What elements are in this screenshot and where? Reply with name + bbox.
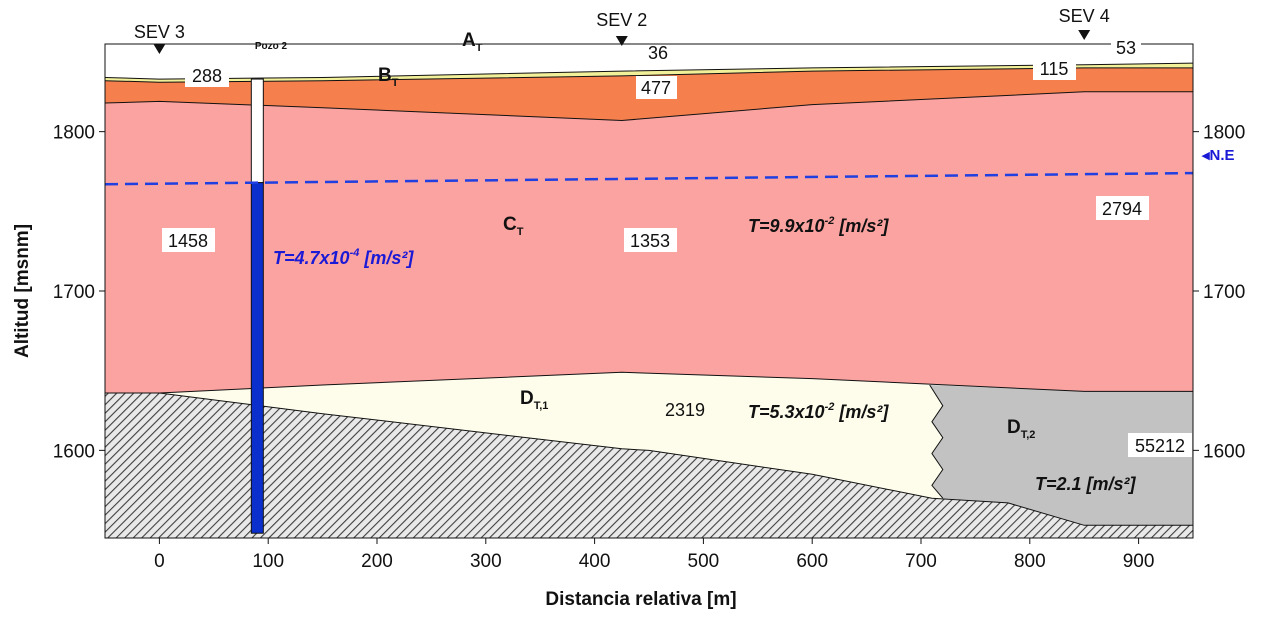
water-table-label-text: N.E — [1210, 147, 1235, 164]
layer-d2-main: D — [1007, 417, 1021, 438]
svg-text:477: 477 — [641, 78, 671, 98]
svg-text:55212: 55212 — [1135, 436, 1185, 456]
transmissivity-well-unit: [m/s²] — [359, 248, 414, 268]
boundary-top-C — [104, 91, 1193, 122]
layer-d2-area — [929, 385, 1193, 526]
boundary-d1-d2-contact — [929, 384, 944, 499]
layer-d1-area — [105, 372, 943, 499]
y-tick-label-left-1700: 1700 — [53, 282, 95, 303]
boundary-top-basement — [105, 392, 1193, 526]
well-label: Pozo 2 — [255, 41, 288, 52]
y-tick-label-right-1800: 1800 — [1203, 123, 1245, 144]
transmissivity-well-base: T=4.7x10 — [273, 248, 350, 268]
svg-text:53: 53 — [1116, 38, 1136, 58]
water-table-label: ◂N.E — [1201, 147, 1235, 164]
svg-text:2319: 2319 — [665, 400, 705, 420]
transmissivity-d2: T=2.1 [m/s²] — [1035, 474, 1137, 494]
transmissivity-d1-unit: [m/s²] — [834, 402, 889, 422]
x-tick-label-900: 900 — [1123, 551, 1155, 572]
svg-text:115: 115 — [1040, 59, 1069, 79]
x-tick-label-400: 400 — [579, 551, 611, 572]
layer-d1-label: DT,1 — [520, 388, 548, 412]
svg-text:2794: 2794 — [1102, 199, 1142, 219]
y-tick-label-right-1600: 1600 — [1203, 441, 1245, 462]
x-tick-label-300: 300 — [470, 551, 502, 572]
transmissivity-c-unit: [m/s²] — [834, 216, 889, 236]
well-water-column — [250, 182, 264, 534]
transmissivity-c-base: T=9.9x10 — [748, 216, 825, 236]
boundary-surface — [104, 62, 1194, 80]
resistivity-477: 477 — [636, 76, 677, 99]
layer-a-area — [105, 63, 1193, 83]
x-tick-label-0: 0 — [154, 551, 165, 572]
transmissivity-c: T=9.9x10-2 [m/s²] — [748, 215, 889, 236]
resistivity-36: 36 — [648, 43, 668, 63]
y-tick-label-left-1800: 1800 — [53, 123, 95, 144]
layer-b-sub: T — [392, 77, 399, 89]
layer-c-main: C — [503, 214, 517, 235]
resistivity-53: 53 — [1111, 38, 1141, 59]
svg-text:288: 288 — [192, 66, 222, 86]
y-axis-label: Altitud [msnm] — [12, 224, 33, 358]
layer-c-sub: T — [517, 226, 524, 238]
water-table-line — [104, 171, 1194, 186]
x-tick-label-100: 100 — [252, 551, 284, 572]
layer-a-main: A — [462, 30, 476, 51]
svg-text:36: 36 — [648, 43, 668, 63]
layer-d1-main: D — [520, 388, 534, 409]
x-axis-label: Distancia relativa [m] — [545, 589, 736, 610]
sev-marker-icon — [615, 36, 628, 46]
basement-area — [105, 393, 1193, 538]
resistivity-1458: 1458 — [162, 228, 215, 252]
sev-marker-icon — [1078, 30, 1091, 40]
resistivity-2319: 2319 — [665, 400, 705, 420]
layer-a-label: AT — [462, 30, 483, 54]
y-tick-label-left-1600: 1600 — [53, 441, 95, 462]
x-tick-label-200: 200 — [361, 551, 393, 572]
transmissivity-d1-exp: -2 — [825, 401, 835, 413]
sev-label-2: SEV 2 — [596, 10, 647, 30]
y-tick-label-right-1700: 1700 — [1203, 282, 1245, 303]
sev-label-1: SEV 3 — [134, 22, 185, 42]
x-tick-label-500: 500 — [688, 551, 720, 572]
x-tick-label-600: 600 — [796, 551, 828, 572]
layer-d2-sub: T,2 — [1021, 429, 1036, 441]
resistivity-2794: 2794 — [1096, 196, 1149, 220]
boundary-top-B — [104, 67, 1193, 83]
resistivity-288: 288 — [185, 63, 229, 87]
sev-label-3: SEV 4 — [1059, 6, 1110, 26]
svg-text:1353: 1353 — [630, 231, 670, 251]
layer-b-label: BT — [378, 65, 399, 89]
layer-d2-label: DT,2 — [1007, 417, 1035, 441]
x-tick-label-700: 700 — [905, 551, 937, 572]
water-table-arrow-icon: ◂ — [1201, 147, 1210, 164]
resistivity-1353: 1353 — [624, 228, 677, 252]
transmissivity-d1: T=5.3x10-2 [m/s²] — [748, 401, 889, 422]
transmissivity-c-exp: -2 — [825, 215, 835, 227]
x-tick-label-800: 800 — [1014, 551, 1046, 572]
layer-b-main: B — [378, 65, 392, 86]
svg-text:1458: 1458 — [168, 231, 208, 251]
layer-a-sub: T — [476, 42, 483, 54]
resistivity-55212: 55212 — [1128, 433, 1192, 457]
transmissivity-well: T=4.7x10-4 [m/s²] — [273, 247, 414, 268]
resistivity-115: 115 — [1033, 56, 1076, 80]
layer-c-label: CT — [503, 214, 524, 238]
transmissivity-d1-base: T=5.3x10 — [748, 402, 825, 422]
layer-d1-sub: T,1 — [534, 400, 549, 412]
sev-marker-icon — [153, 44, 166, 54]
well-dry-section — [250, 78, 264, 184]
transmissivity-well-exp: -4 — [350, 247, 360, 259]
